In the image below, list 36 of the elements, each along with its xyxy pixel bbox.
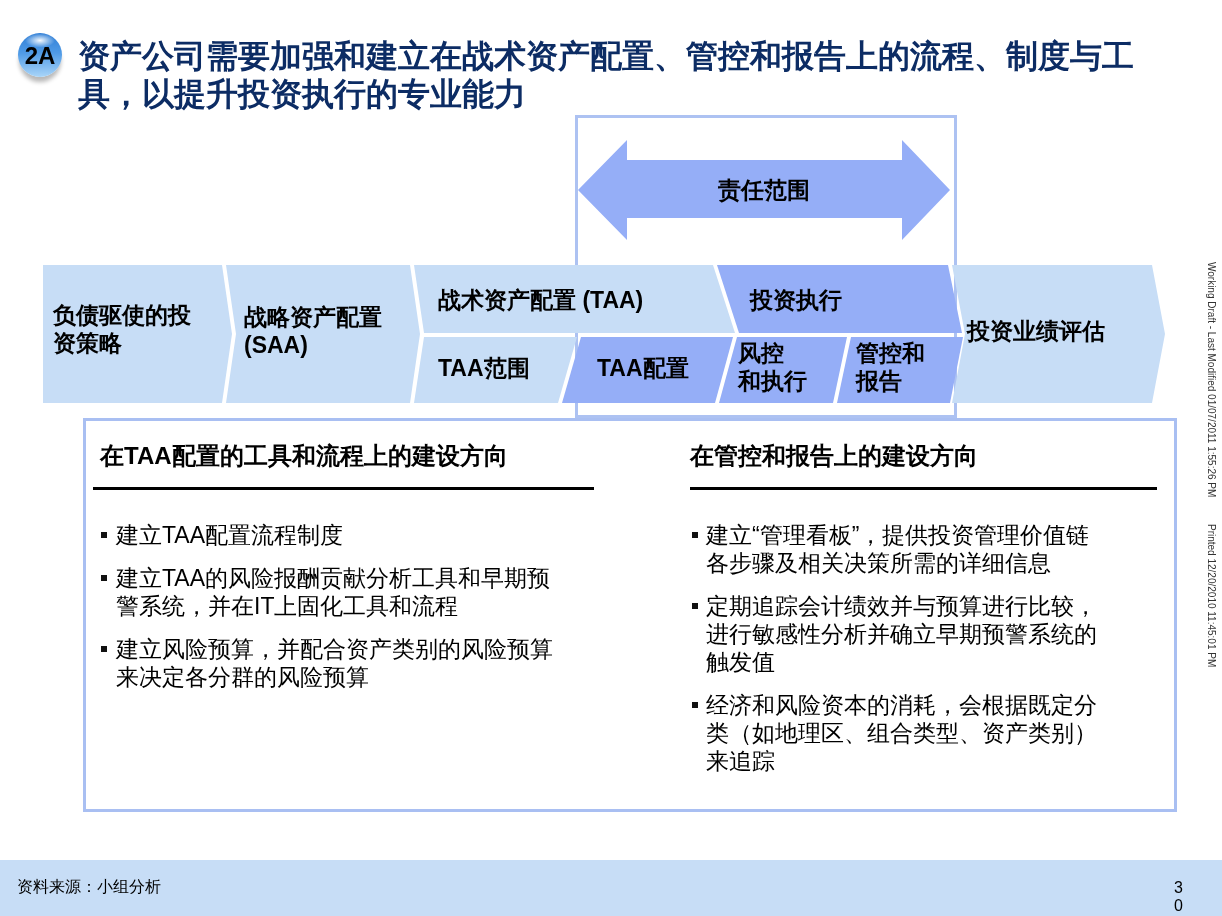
process-step: [414, 337, 577, 403]
column-heading: 在TAA配置的工具和流程上的建设方向: [100, 442, 508, 470]
process-step: [562, 337, 733, 403]
double-arrow: [578, 140, 950, 240]
scope-label: 责任范围: [718, 176, 810, 204]
step-label: 管控和报告: [856, 339, 926, 395]
process-step: [717, 265, 962, 333]
process-step: [837, 337, 963, 403]
bullet-text: 建立“管理看板”，提供投资管理价值链各步骤及相关决策所需的详细信息: [706, 521, 1091, 577]
bullet-text: 经济和风险资本的消耗，会根据既定分类（如地理区、组合类型、资产类别）来追踪: [706, 691, 1098, 775]
bullet-text: 建立风险预算，并配合资产类别的风险预算来决定各分群的风险预算: [116, 635, 554, 691]
step-label: 战略资产配置 (SAA): [244, 303, 383, 359]
process-step: [43, 265, 232, 403]
step-label: 投资执行: [750, 286, 842, 314]
section-badge: [18, 33, 62, 77]
print-date-text: Printed 12/20/2010 11:45:01 PM: [1205, 524, 1217, 668]
content-panel: [83, 418, 1177, 812]
badge-label: 2A: [24, 42, 56, 69]
draft-status-text: Working Draft - Last Modified 01/07/2011 1:55:26 PM: [1205, 262, 1217, 498]
bullet-text: 建立TAA的风险报酬贡献分析工具和早期预警系统，并在IT上固化工具和流程: [116, 564, 552, 620]
source-note: 资料来源：小组分析: [17, 877, 161, 897]
bullet-text: 定期追踪会计绩效并与预算进行比较，进行敏感性分析并确立早期预警系统的触发值: [706, 592, 1098, 676]
bullet-text: 建立TAA配置流程制度: [116, 521, 344, 549]
step-label: 战术资产配置 (TAA): [438, 286, 644, 314]
step-label: 风控和执行: [738, 339, 807, 395]
process-step: [719, 337, 847, 403]
process-step: [952, 265, 1165, 403]
slide-title: 资产公司需要加强和建立在战术资产配置、管控和报告上的流程、制度与工具，以提升投资执行的专业能力: [78, 37, 1135, 113]
column-heading: 在管控和报告上的建设方向: [690, 442, 978, 470]
step-label: TAA配置: [597, 354, 689, 382]
page-number: 30: [1174, 879, 1184, 915]
process-step: [414, 265, 735, 333]
step-label: 投资业绩评估: [967, 317, 1105, 345]
step-label: TAA范围: [438, 354, 530, 382]
process-step: [226, 265, 420, 403]
step-label: 负债驱使的投资策略: [53, 301, 192, 357]
